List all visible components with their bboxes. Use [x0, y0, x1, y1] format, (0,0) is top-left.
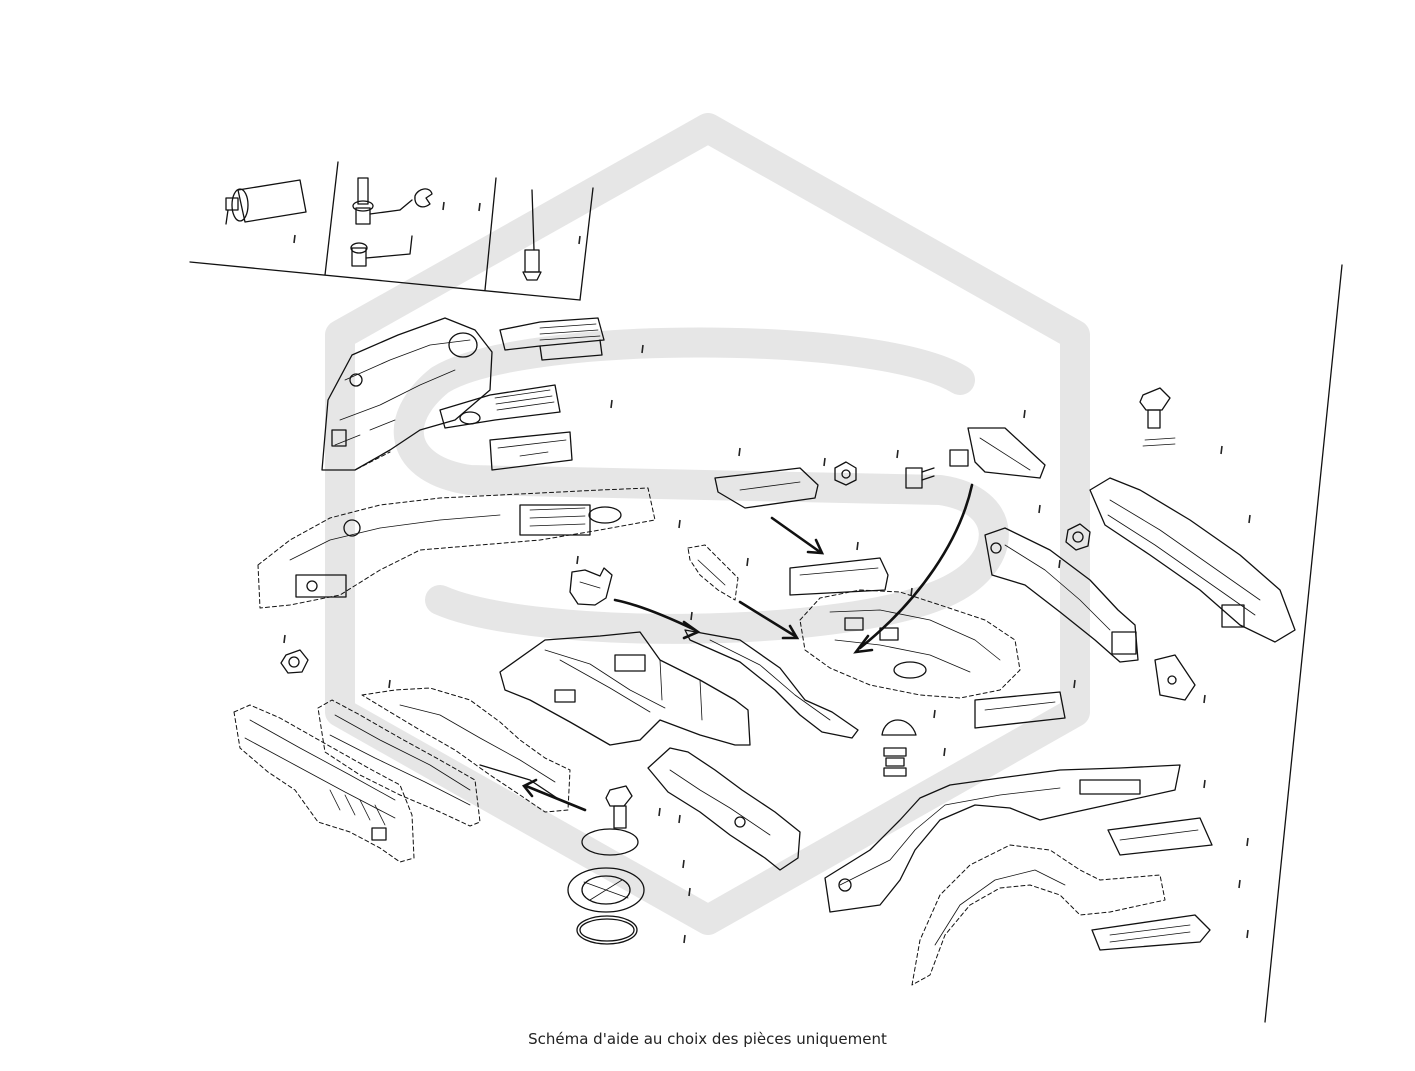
- sealant-tube-icon: [225, 179, 307, 225]
- arrow-to-floor-panel-front: [521, 778, 587, 812]
- o-ring: [576, 915, 638, 945]
- arrow-to-rear-crossmember: [770, 516, 825, 555]
- hotspot-wheelhouse-inner[interactable]: [1238, 879, 1241, 889]
- rear-floor-pan: [799, 589, 1021, 699]
- hotspot-rear-crossmember-bracket[interactable]: [738, 447, 741, 457]
- hotspot-rear-panel-extension[interactable]: [1073, 679, 1076, 689]
- oval-seal: [581, 828, 639, 856]
- arrow-to-floor-pan: [853, 483, 974, 654]
- hotspot-o-ring[interactable]: [683, 934, 686, 944]
- front-wheelhouse-assembly: [321, 317, 493, 471]
- stud-bolt: [905, 467, 935, 489]
- floor-panel-front: [361, 687, 571, 813]
- hotspot-wrench[interactable]: [478, 202, 481, 212]
- hotspot-diagonal-brace[interactable]: [746, 557, 749, 567]
- bolt-center: [605, 785, 633, 829]
- rear-crossmember: [789, 557, 889, 596]
- reinforcement-channel: [489, 431, 573, 471]
- hotspot-oval-seal[interactable]: [682, 859, 685, 869]
- hotspot-bolt-center[interactable]: [678, 814, 681, 824]
- hotspot-spare-wheel-bracket[interactable]: [1023, 409, 1026, 419]
- rivet-icon: [522, 189, 542, 281]
- hotspot-bump-stop[interactable]: [933, 709, 936, 719]
- hex-nut: [834, 461, 857, 486]
- crossmember-bracket-top: [499, 317, 605, 361]
- hotspot-stud-bolt[interactable]: [896, 449, 899, 459]
- hotspot-rear-crossmember[interactable]: [856, 541, 859, 551]
- rear-bumper-reinforcement: [1089, 477, 1296, 643]
- hotspot-wheelhouse-outer[interactable]: [1203, 779, 1206, 789]
- rear-wheelhouse-inner: [911, 844, 1166, 986]
- rear-crossmember-bracket: [714, 467, 819, 509]
- hotspot-sill-extension[interactable]: [1246, 929, 1249, 939]
- hotspot-nut-left[interactable]: [283, 634, 286, 644]
- drain-cover: [567, 867, 645, 913]
- tow-hook-nut: [1065, 523, 1091, 551]
- rear-wheelhouse-outer: [824, 764, 1181, 913]
- rear-sill-extension: [1091, 914, 1211, 951]
- hotspot-crossmember-lower[interactable]: [1246, 837, 1249, 847]
- hotspot-rear-side-rail[interactable]: [1038, 504, 1041, 514]
- hotspot-bumper-reinforcement[interactable]: [1248, 514, 1251, 524]
- rear-crossmember-lower: [1107, 817, 1213, 856]
- arrow-to-floor-pan-left: [738, 600, 800, 640]
- hotspot-clip[interactable]: [576, 555, 579, 565]
- hotspot-floor-side-member[interactable]: [388, 679, 391, 689]
- accessory-frame: [189, 161, 594, 301]
- front-side-rail: [257, 487, 656, 609]
- hotspot-sealant[interactable]: [293, 234, 296, 244]
- rear-floor-crossmember-clip: [569, 567, 613, 606]
- hotspot-side-rail-section[interactable]: [610, 399, 613, 409]
- bolt-rear: [1139, 387, 1176, 447]
- nut-left: [280, 649, 309, 674]
- fastener-bolt-icon: [350, 177, 413, 267]
- center-floor-tunnel: [499, 631, 751, 746]
- caption: Schéma d'aide au choix des pièces unique…: [528, 1030, 887, 1048]
- part-hotspots: [283, 201, 1251, 944]
- hotspot-spring-pad[interactable]: [943, 747, 946, 757]
- rear-panel-extension: [974, 691, 1066, 729]
- hotspot-mounting-bracket[interactable]: [1203, 694, 1206, 704]
- hotspot-hex-nut[interactable]: [823, 457, 826, 467]
- wrench-icon: [399, 188, 433, 211]
- coil-spring-pad: [883, 747, 907, 777]
- hotspot-floor-pan[interactable]: [910, 587, 913, 597]
- hotspot-tunnel-reinforcement[interactable]: [658, 807, 661, 817]
- right-border-line: [1264, 264, 1343, 1023]
- side-rail-section: [439, 384, 561, 429]
- mounting-bracket-right: [1154, 654, 1196, 701]
- diagonal-brace: [684, 544, 859, 739]
- hotspot-drain-cover[interactable]: [688, 887, 691, 897]
- hotspot-crossmember-bracket[interactable]: [641, 344, 644, 354]
- hotspot-tow-hook-nut[interactable]: [1058, 559, 1061, 569]
- hotspot-center-tunnel[interactable]: [690, 611, 693, 621]
- hotspot-bolt-rear[interactable]: [1220, 445, 1223, 455]
- watermark-logo: [325, 113, 1090, 935]
- hotspot-bolt-nut[interactable]: [442, 201, 445, 211]
- tunnel-reinforcement: [647, 747, 801, 871]
- hotspot-rivet[interactable]: [578, 235, 581, 245]
- bump-stop: [881, 719, 917, 736]
- rear-side-rail: [984, 527, 1139, 663]
- spare-wheel-bracket: [949, 427, 1046, 479]
- arrow-from-clip: [613, 598, 701, 640]
- hotspot-front-side-rail[interactable]: [678, 519, 681, 529]
- dash-panel-cross-brace: [233, 704, 415, 863]
- floor-side-member-left: [317, 699, 481, 827]
